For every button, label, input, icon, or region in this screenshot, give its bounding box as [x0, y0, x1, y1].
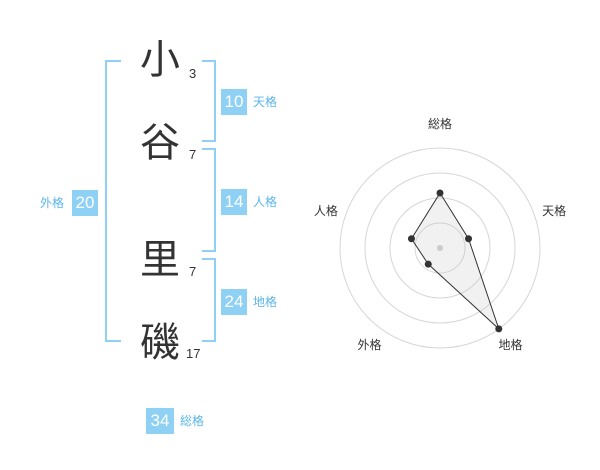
tenkaku-value: 10 [221, 89, 247, 115]
char-3: 里 [140, 237, 180, 283]
radar-point-0 [436, 189, 444, 197]
radar-ring-3 [364, 172, 516, 324]
gaikaku-value: 20 [72, 190, 98, 216]
radar-point-3 [424, 260, 432, 268]
radar-axis-label-4: 人格 [314, 203, 338, 218]
char-3-strokes: 7 [189, 264, 197, 279]
radar-point-1 [465, 235, 473, 243]
char-1-strokes: 3 [189, 66, 197, 81]
gaikaku-bracket [105, 60, 121, 342]
soukaku-label: 総格 [180, 414, 205, 428]
jinkaku-bracket [202, 148, 216, 252]
tenkaku-bracket [202, 60, 216, 142]
char-2-strokes: 7 [189, 147, 197, 162]
char-4-strokes: 17 [186, 346, 201, 361]
char-1: 小 [140, 37, 180, 83]
radar-polygon [410, 192, 500, 330]
jinkaku-label: 人格 [253, 195, 278, 209]
radar-ring-1 [414, 222, 466, 274]
radar-axis-label-3: 外格 [357, 337, 381, 352]
char-4: 磯 [140, 320, 180, 366]
chikaku-value: 24 [221, 289, 247, 315]
radar-ring-4 [339, 147, 541, 349]
radar-axis-label-1: 天格 [542, 203, 566, 218]
jinkaku-value: 14 [221, 189, 247, 215]
chikaku-label: 地格 [253, 295, 278, 309]
chikaku-bracket [202, 258, 216, 342]
radar-center [437, 245, 443, 251]
radar-axis-label-0: 総格 [428, 116, 452, 131]
tenkaku-label: 天格 [253, 95, 278, 109]
radar-point-2 [495, 325, 503, 333]
radar-axis-label-2: 地格 [499, 337, 523, 352]
char-2: 谷 [140, 120, 180, 166]
radar-ring-2 [389, 197, 491, 299]
soukaku-value: 34 [146, 408, 174, 434]
radar-point-4 [407, 235, 415, 243]
gaikaku-label: 外格 [40, 196, 65, 210]
